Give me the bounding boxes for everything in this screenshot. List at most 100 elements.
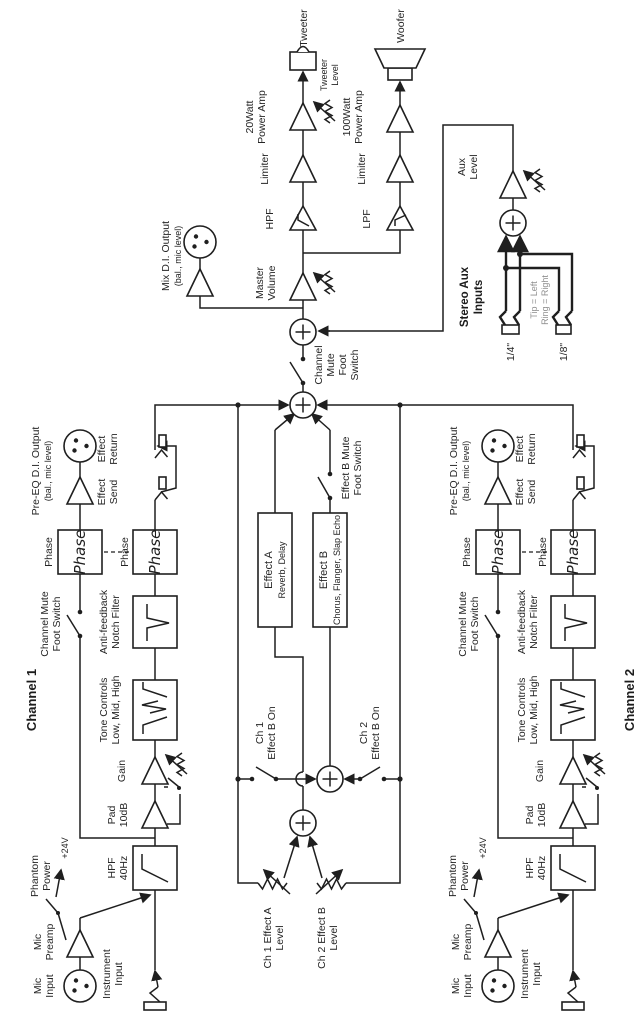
pre-eq-di-label2: (bal., mic level)	[43, 441, 53, 502]
ch2-effect-b-on-label2: Effect B On	[370, 706, 382, 760]
master-volume-pot-icon	[314, 271, 335, 294]
effect-return-label2-2: Return	[526, 433, 538, 465]
gain-pot-icon	[166, 753, 187, 776]
ch1-effect-b-on-label2: Effect B On	[266, 706, 278, 760]
tone-bands-label: Low, Mid, High	[110, 675, 122, 744]
ch2-effect-b-level-pot	[307, 835, 347, 895]
pad-icon-2	[559, 800, 587, 829]
aux-level-label: Aux	[456, 157, 468, 176]
hpf-freq-label-2: 40Hz	[536, 856, 548, 881]
lpf-out-icon	[385, 204, 415, 231]
phase-di-glyph: Phase	[71, 530, 89, 575]
ch2-effect-b-level-label: Ch 2 Effect B	[316, 907, 328, 969]
phase-block-main-2: Phase	[550, 529, 596, 575]
amp-20watt-icon	[289, 102, 317, 131]
pad-db-label: 10dB	[118, 803, 130, 828]
instrument-input-label2: Input	[113, 962, 125, 985]
phantom-voltage-2: +24V	[478, 837, 488, 858]
woofer-label: Woofer	[395, 9, 407, 43]
pad-label-2: Pad	[524, 806, 536, 825]
tone-label: Tone Controls	[98, 678, 110, 743]
mic-input-xlr-icon	[63, 969, 97, 1003]
mix-di-amp-icon	[186, 268, 214, 297]
ch2-effect-b-on-switch	[343, 766, 400, 785]
pad-db-label-2: 10dB	[536, 803, 548, 828]
notch-label: Anti-feedback	[98, 589, 110, 654]
notch-filter-block-2	[550, 595, 596, 649]
ch1-effect-a-level-label: Ch 1 Effect A	[262, 907, 274, 968]
effect-return-label: Effect	[96, 436, 108, 463]
effect-b-name: Effect B	[318, 551, 330, 589]
gain-amp-icon	[141, 756, 169, 785]
tweeter-label: Tweeter	[298, 9, 310, 47]
phase-di-label: Phase	[43, 537, 55, 567]
aux-level-pot-icon	[524, 169, 545, 192]
eighth-inch-label: 1/8"	[558, 343, 570, 362]
amp-20watt-label2: Power Amp	[256, 90, 268, 144]
di-amp-icon-2	[484, 476, 512, 505]
mix-di-label2: (bal., mic level)	[173, 226, 183, 287]
mix-di-label: Mix D.I. Output	[160, 221, 172, 291]
master-volume-label: Master	[254, 266, 266, 299]
phase-glyph: Phase	[146, 530, 164, 575]
effect-send-jack-icon-2	[572, 476, 587, 501]
ch1-effect-a-level-pot	[257, 835, 300, 895]
hpf-block-2	[550, 845, 596, 891]
channel-mute-label2-2: Foot Switch	[469, 596, 481, 651]
phase-di-label-2: Phase	[461, 537, 473, 567]
phantom-power-switch-2	[463, 868, 485, 941]
effect-send-label-2: Effect	[514, 479, 526, 506]
hpf-out-label: HPF	[264, 209, 276, 230]
effect-b-mute-foot-switch	[317, 471, 333, 501]
instrument-input-label-2: Instrument	[519, 949, 531, 999]
effect-send-jack-icon	[154, 476, 169, 501]
phantom-label2-2: Power	[459, 861, 471, 891]
hpf-freq-label: 40Hz	[118, 856, 130, 881]
master-volume-amp-icon	[289, 272, 317, 301]
notch-filter-block	[132, 595, 178, 649]
limiter-lo-icon	[386, 154, 414, 183]
tip-left-note: Tip = Left	[529, 281, 539, 319]
pad-icon	[141, 800, 169, 829]
effect-b-mute-label2: Foot Switch	[352, 440, 364, 495]
aux-level-amp-icon	[499, 170, 527, 199]
ch1-effect-a-level-label2: Level	[274, 925, 286, 950]
effect-b-sum-node	[316, 765, 344, 793]
tweeter-level-label: Tweeter	[319, 59, 329, 91]
limiter-hi-label: Limiter	[259, 153, 271, 185]
gain-label: Gain	[116, 760, 128, 782]
pre-eq-di-label: Pre-EQ D.I. Output	[30, 427, 42, 516]
master-volume-label2: Volume	[266, 265, 278, 300]
effect-b-block: Effect B Chorus, Flanger, Slap Echo	[312, 512, 348, 628]
notch-label2-2: Notch Filter	[528, 595, 540, 649]
tweeter-icon	[289, 45, 317, 71]
mic-input-xlr-icon-2	[481, 969, 515, 1003]
channel1-mute-foot-switch	[66, 609, 83, 639]
mic-preamp-label2: Preamp	[44, 923, 56, 960]
gain-label-2: Gain	[534, 760, 546, 782]
effect-return-jack-icon	[154, 434, 169, 459]
mic-input-label-2: Mic	[450, 978, 462, 994]
tone-bands-label-2: Low, Mid, High	[528, 675, 540, 744]
effect-b-types: Chorus, Flanger, Slap Echo	[332, 515, 342, 625]
gain-amp-icon-2	[559, 756, 587, 785]
quarter-inch-jack-icon	[498, 310, 521, 335]
phantom-power-switch	[45, 868, 67, 941]
channel2-mute-foot-switch	[484, 609, 501, 639]
effect-return-label-2: Effect	[514, 436, 526, 463]
channel-mute-label: Channel Mute	[39, 591, 51, 657]
mix-di-xlr-icon	[183, 225, 217, 259]
amp-100watt-label: 100Watt	[341, 98, 353, 137]
mic-preamp-icon	[66, 929, 94, 958]
effect-send-label2: Send	[108, 480, 120, 505]
hpf-block	[132, 845, 178, 891]
master-mute-label: Channel	[313, 345, 325, 384]
effect-a-name: Effect A	[263, 550, 275, 588]
ch1-effect-b-on-switch	[238, 766, 317, 785]
ring-right-note: Ring = Right	[540, 275, 550, 325]
notch-label2: Notch Filter	[110, 595, 122, 649]
pad-switch-icon	[164, 777, 181, 825]
gain-pot-icon-2	[584, 753, 605, 776]
